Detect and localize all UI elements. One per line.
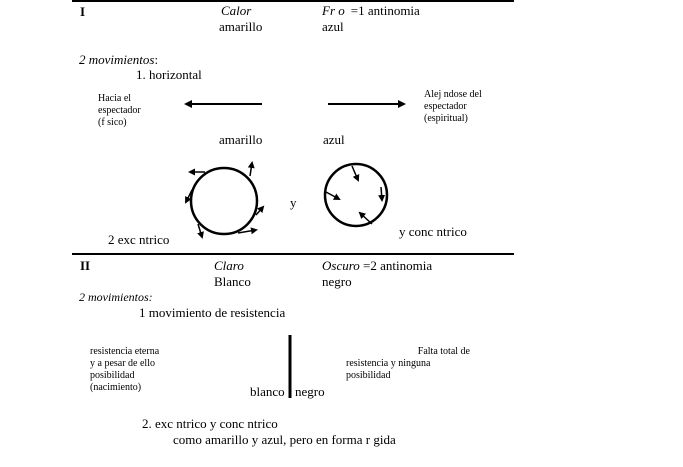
top-rule: [72, 0, 514, 2]
right-note-line: Falta total de: [417, 346, 470, 357]
amarillo-mid-label: amarillo: [219, 132, 263, 147]
eccentric-concentric-item: 2. exc ntrico y conc ntrico: [142, 416, 278, 431]
azul-top-label: azul: [322, 19, 344, 34]
left-note-line: y a pesar de ello: [90, 358, 155, 369]
left-note-line: (f sico): [98, 117, 127, 128]
section-1-numeral: I: [80, 4, 86, 19]
frio-heading: Fr o: [322, 3, 345, 18]
right-note-line: Alej ndose del: [424, 89, 482, 100]
oscuro-antinomy-line: Oscuro =2 antinomia: [322, 259, 432, 272]
left-note-physical: Hacia el espectador (f sico): [98, 93, 178, 129]
left-note-line: (nacimiento): [90, 382, 142, 393]
right-note-line: resistencia y ninguna: [346, 358, 431, 369]
section-divider-rule: [72, 253, 514, 255]
left-note-resistance: resistencia eterna y a pesar de ello pos…: [90, 346, 190, 394]
movements-title-1: 2 movimientos:: [79, 53, 158, 66]
right-note-spiritual: Alej ndose del espectador (espiritual): [424, 89, 514, 125]
concentric-circle-diagram: [323, 162, 389, 228]
movements-title-1-colon: :: [154, 52, 159, 67]
eccentric-circle-diagram: [185, 161, 265, 239]
section-2-numeral: II: [80, 258, 91, 273]
resistance-item: 1 movimiento de resistencia: [139, 305, 286, 320]
connector-y: y: [290, 195, 297, 210]
concentric-label: y conc ntrico: [399, 224, 467, 239]
left-note-line: resistencia eterna: [90, 346, 160, 357]
negro-bar-label: negro: [295, 384, 325, 399]
left-note-line: posibilidad: [90, 370, 135, 381]
oscuro-heading: Oscuro: [322, 258, 360, 273]
movements-title-1-text: 2 movimientos: [79, 52, 155, 67]
horizontal-item: 1. horizontal: [136, 67, 202, 82]
blanco-heading-label: Blanco: [214, 274, 251, 289]
antinomy-2-label: =2 antinomia: [359, 258, 433, 273]
antinomy-1-label: =1 antinomia: [350, 3, 420, 18]
right-note-line: posibilidad: [346, 370, 391, 381]
right-note-no-resistance: Falta total de resistencia y ninguna pos…: [346, 346, 470, 382]
left-note-line: Hacia el: [98, 93, 132, 104]
right-note-line: espectador: [424, 101, 467, 112]
claro-heading: Claro: [214, 258, 244, 273]
movements-title-2: 2 movimientos:: [79, 290, 153, 304]
negro-heading-label: negro: [322, 274, 352, 289]
right-note-line: (espiritual): [424, 113, 468, 124]
rigid-form-note: como amarillo y azul, pero en forma r gi…: [173, 432, 396, 447]
calor-heading: Calor: [221, 3, 252, 18]
amarillo-top-label: amarillo: [219, 19, 263, 34]
frio-antinomy-line: Fr o =1 antinomia: [322, 4, 420, 17]
azul-mid-label: azul: [323, 132, 345, 147]
blanco-bar-label: blanco: [250, 384, 285, 399]
left-note-line: espectador: [98, 105, 141, 116]
eccentric-label: 2 exc ntrico: [108, 232, 170, 247]
